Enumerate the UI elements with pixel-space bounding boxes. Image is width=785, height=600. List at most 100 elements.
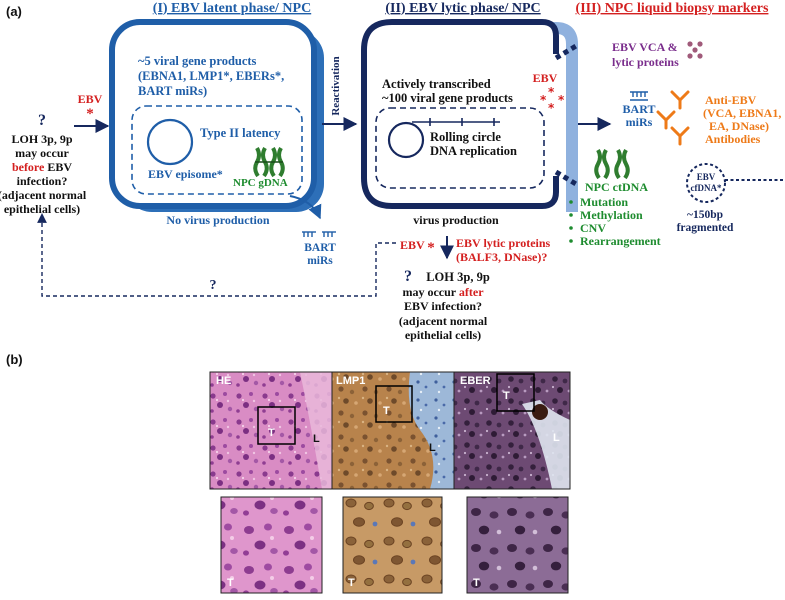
- bart-mirna-icon: [302, 231, 336, 237]
- ctdna-bullet-item: Rearrangement: [580, 234, 661, 248]
- stain-label-he: HE: [216, 375, 231, 387]
- histology-eber-zoom: [466, 496, 569, 594]
- marker-anti-ebv: Anti-EBV: [705, 93, 757, 107]
- title-lytic-phase: (II) EBV lytic phase/ NPC: [385, 1, 540, 16]
- latent-episome-circle: [146, 118, 194, 166]
- panel-label-a: (a): [6, 4, 22, 19]
- latent-npc-gdna: NPC gDNA: [233, 177, 288, 189]
- histology-lmp1-zoom: [342, 496, 443, 594]
- lytic-virus-production: virus production: [413, 213, 499, 227]
- latent-bart: BART: [304, 242, 336, 254]
- cfdna-circle-icon: [686, 163, 726, 203]
- he-zoom-tumor-label: T: [227, 577, 234, 589]
- title-liquid-biopsy: (III) NPC liquid biopsy markers: [576, 1, 769, 16]
- reactivation-label: Reactivation: [330, 56, 342, 115]
- lytic-rolling: Rolling circle: [430, 130, 501, 144]
- he-lymph-label: L: [313, 433, 320, 445]
- marker-mirs: miRs: [626, 115, 653, 129]
- ctdna-bullet-dot: [569, 226, 573, 230]
- lytic-membrane-break-top: [554, 43, 578, 61]
- lytic-proteins-line1: EBV lytic proteins: [456, 236, 551, 250]
- marker-anti-vca: (VCA, EBNA1,: [703, 106, 781, 120]
- latent-gene-line1: ~5 viral gene products: [138, 54, 257, 68]
- lower-question-mark: ?: [404, 268, 412, 285]
- lower-loh: LOH 3p, 9p: [426, 270, 490, 284]
- marker-cfdna-line2: cfDNA*: [691, 183, 722, 193]
- left-ebv-label: EBV: [78, 92, 103, 106]
- marker-cfdna-line1: EBV: [697, 172, 716, 182]
- he-tumor-label: T: [268, 427, 275, 439]
- lmp1-lymph-label: L: [429, 442, 436, 454]
- left-epithelial: epithelial cells): [4, 202, 80, 216]
- antibody-icon: [656, 90, 690, 146]
- lytic-proteins-line2: (BALF3, DNase)?: [456, 250, 547, 264]
- lytic-cell-membrane: [361, 19, 559, 209]
- eber-zoom-tumor-label: T: [473, 577, 480, 589]
- lmp1-zoom-tumor-label: T: [348, 577, 355, 589]
- he-zoom-box: [257, 406, 296, 445]
- left-question-mark: ?: [38, 112, 46, 129]
- eber-lymph-label: L: [553, 432, 560, 444]
- lytic-nucleus: [375, 107, 545, 189]
- ctdna-bullet-item: Mutation: [580, 195, 628, 209]
- lytic-line1: Actively transcribed: [382, 77, 491, 91]
- left-before-line: before EBV: [12, 160, 72, 174]
- feedback-loop-arrow: [37, 213, 396, 297]
- lower-may-occur: may occur: [402, 285, 456, 299]
- eber-zoom-box: [496, 373, 535, 412]
- svg-text:*: *: [540, 93, 547, 107]
- lmp1-tumor-label: T: [383, 405, 390, 417]
- lower-epithelial: epithelial cells): [405, 328, 481, 342]
- marker-vca-line1: EBV VCA &: [612, 40, 678, 54]
- latent-type2: Type II latency: [200, 126, 281, 140]
- marker-anti-antibodies: Antibodies: [705, 132, 761, 146]
- left-adjacent: (adjacent normal: [0, 188, 87, 202]
- marker-vca-line2: lytic proteins: [612, 55, 679, 69]
- marker-frag-line2: fragmented: [677, 222, 734, 234]
- marker-ebv-label: EBV: [533, 71, 558, 85]
- lytic-line2: ~100 viral gene products: [382, 91, 513, 105]
- lower-adjacent: (adjacent normal: [399, 314, 488, 328]
- arrow-to-bart: [289, 195, 322, 220]
- lower-after-word: after: [459, 285, 484, 299]
- stain-label-lmp1: LMP1: [336, 375, 365, 387]
- lower-may-occur-line: may occur after: [402, 285, 484, 299]
- left-may-occur: may occur: [15, 146, 69, 160]
- chromosome-icon: [253, 147, 285, 178]
- ebv-virion-cluster-icon: ****: [540, 85, 565, 115]
- histology-eber-main: [453, 371, 571, 490]
- histology-he-main: [209, 371, 333, 490]
- feedback-question-mark: ?: [210, 278, 217, 293]
- marker-ctdna: NPC ctDNA: [585, 180, 648, 194]
- histology-he-zoom: [220, 496, 323, 594]
- histology-lmp1-main: [331, 371, 455, 490]
- svg-text:*: *: [548, 85, 555, 99]
- eber-tumor-label: T: [503, 390, 510, 402]
- ctdna-bullet-item: Methylation: [580, 208, 643, 222]
- latent-nucleus: [131, 105, 303, 195]
- latent-no-virus: No virus production: [166, 213, 269, 227]
- left-before-word: before: [12, 160, 45, 174]
- latent-gene-line2: (EBNA1, LMP1*, EBERs*,: [138, 69, 284, 83]
- lower-ebv-star: *: [427, 240, 435, 256]
- ctdna-bullet-dot: [569, 239, 573, 243]
- latent-gene-line3: BART miRs): [138, 84, 207, 98]
- marker-frag-line1: ~150bp: [687, 209, 723, 221]
- stain-label-eber: EBER: [460, 375, 491, 387]
- lmp1-zoom-box: [375, 385, 413, 423]
- lytic-dna-rep: DNA replication: [430, 144, 517, 158]
- marker-bart: BART: [623, 102, 656, 116]
- ctdna-bullet-dot: [569, 200, 573, 204]
- left-ebv-word: EBV: [47, 160, 72, 174]
- title-latent-phase: (I) EBV latent phase/ NPC: [153, 1, 311, 16]
- ctdna-bullet-item: CNV: [580, 221, 606, 235]
- left-ebv-star: *: [86, 106, 94, 122]
- lytic-protein-dots-icon: [687, 41, 703, 59]
- panel-label-b: (b): [6, 352, 23, 367]
- svg-text:*: *: [558, 93, 565, 107]
- bart-mirna-marker-icon: [630, 91, 648, 101]
- ctdna-chromosome-icon: [594, 149, 630, 180]
- svg-text:*: *: [548, 101, 555, 115]
